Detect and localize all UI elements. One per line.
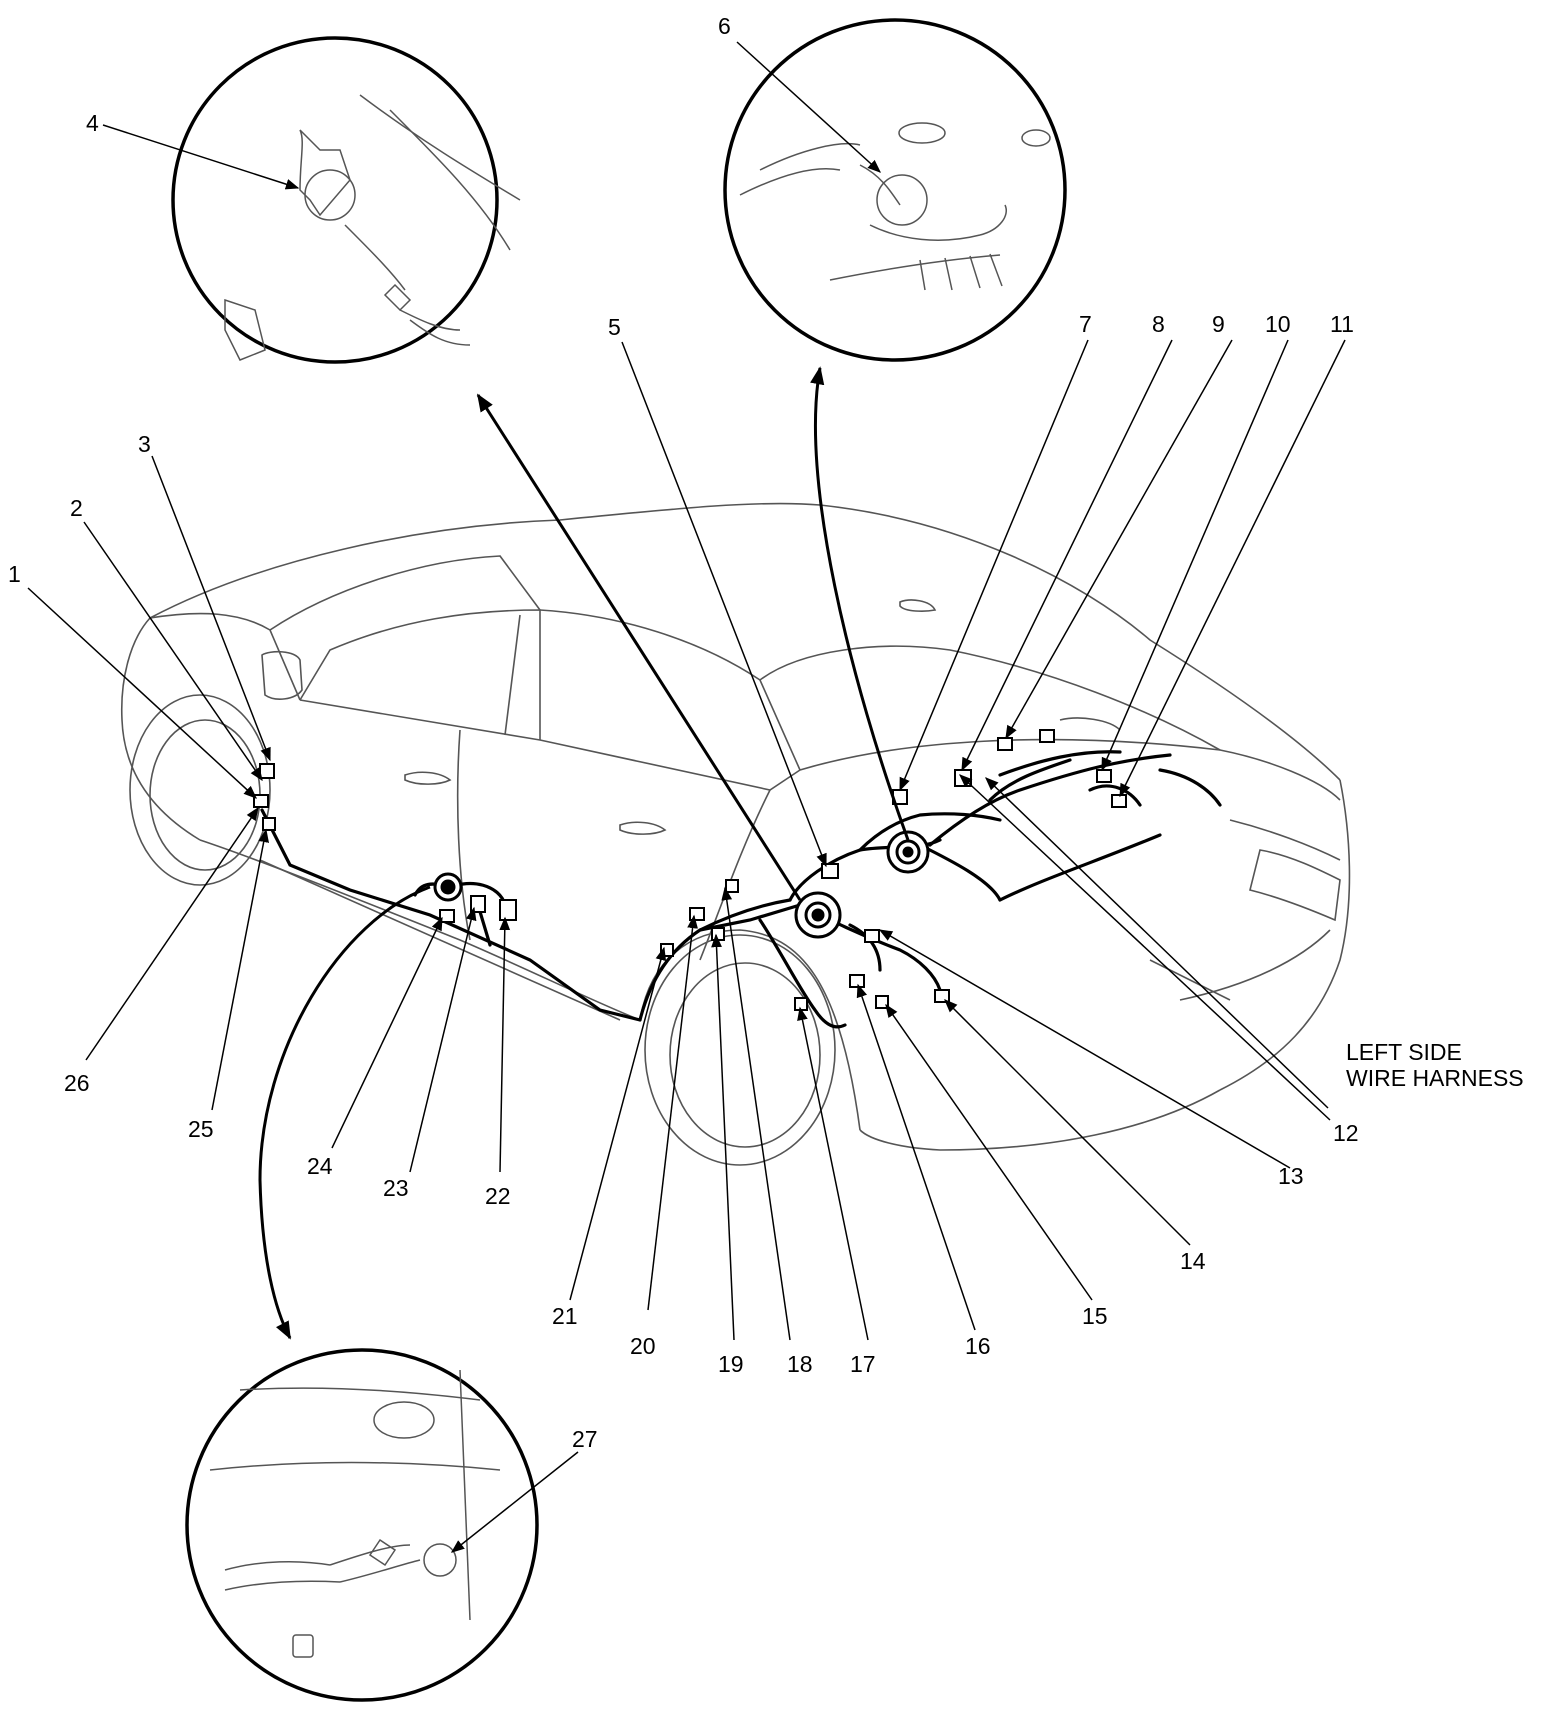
inset-link-arrows xyxy=(258,366,910,1340)
callout-25: 25 xyxy=(188,1116,214,1142)
callout-16: 16 xyxy=(965,1333,991,1359)
callout-2: 2 xyxy=(70,495,83,521)
callout-17: 17 xyxy=(850,1351,876,1377)
callout-23: 23 xyxy=(383,1175,409,1201)
callout-20: 20 xyxy=(630,1333,656,1359)
callout-15: 15 xyxy=(1082,1303,1108,1329)
inset-detail-27 xyxy=(185,1348,539,1702)
callout-6: 6 xyxy=(718,13,731,39)
callout-5: 5 xyxy=(608,314,621,340)
wire-harness xyxy=(260,750,1222,1029)
callout-7: 7 xyxy=(1079,311,1092,337)
callout-11: 11 xyxy=(1330,311,1354,337)
car-body xyxy=(120,502,1351,1166)
callout-4: 4 xyxy=(86,110,99,136)
callout-19: 19 xyxy=(718,1351,744,1377)
callout-10: 10 xyxy=(1265,311,1291,337)
callout-18: 18 xyxy=(787,1351,813,1377)
grommets xyxy=(433,830,930,939)
inset-detail-4 xyxy=(171,36,521,364)
callout-8: 8 xyxy=(1152,311,1165,337)
left-side-wire-harness-label: LEFT SIDE WIRE HARNESS xyxy=(1346,1039,1524,1092)
leader-lines xyxy=(27,41,1346,1553)
harness-label-line1: LEFT SIDE xyxy=(1346,1039,1462,1065)
callout-14: 14 xyxy=(1180,1248,1206,1274)
callout-13: 13 xyxy=(1278,1163,1304,1189)
callout-12: 12 xyxy=(1333,1120,1359,1146)
callout-26: 26 xyxy=(64,1070,90,1096)
inset-detail-6 xyxy=(723,18,1067,362)
callout-22: 22 xyxy=(485,1183,511,1209)
harness-label-line2: WIRE HARNESS xyxy=(1346,1064,1524,1091)
callout-21: 21 xyxy=(552,1303,578,1329)
callout-9: 9 xyxy=(1212,311,1225,337)
callout-1: 1 xyxy=(8,561,21,587)
callout-24: 24 xyxy=(307,1153,333,1179)
callout-3: 3 xyxy=(138,431,151,457)
callout-27: 27 xyxy=(572,1426,598,1452)
